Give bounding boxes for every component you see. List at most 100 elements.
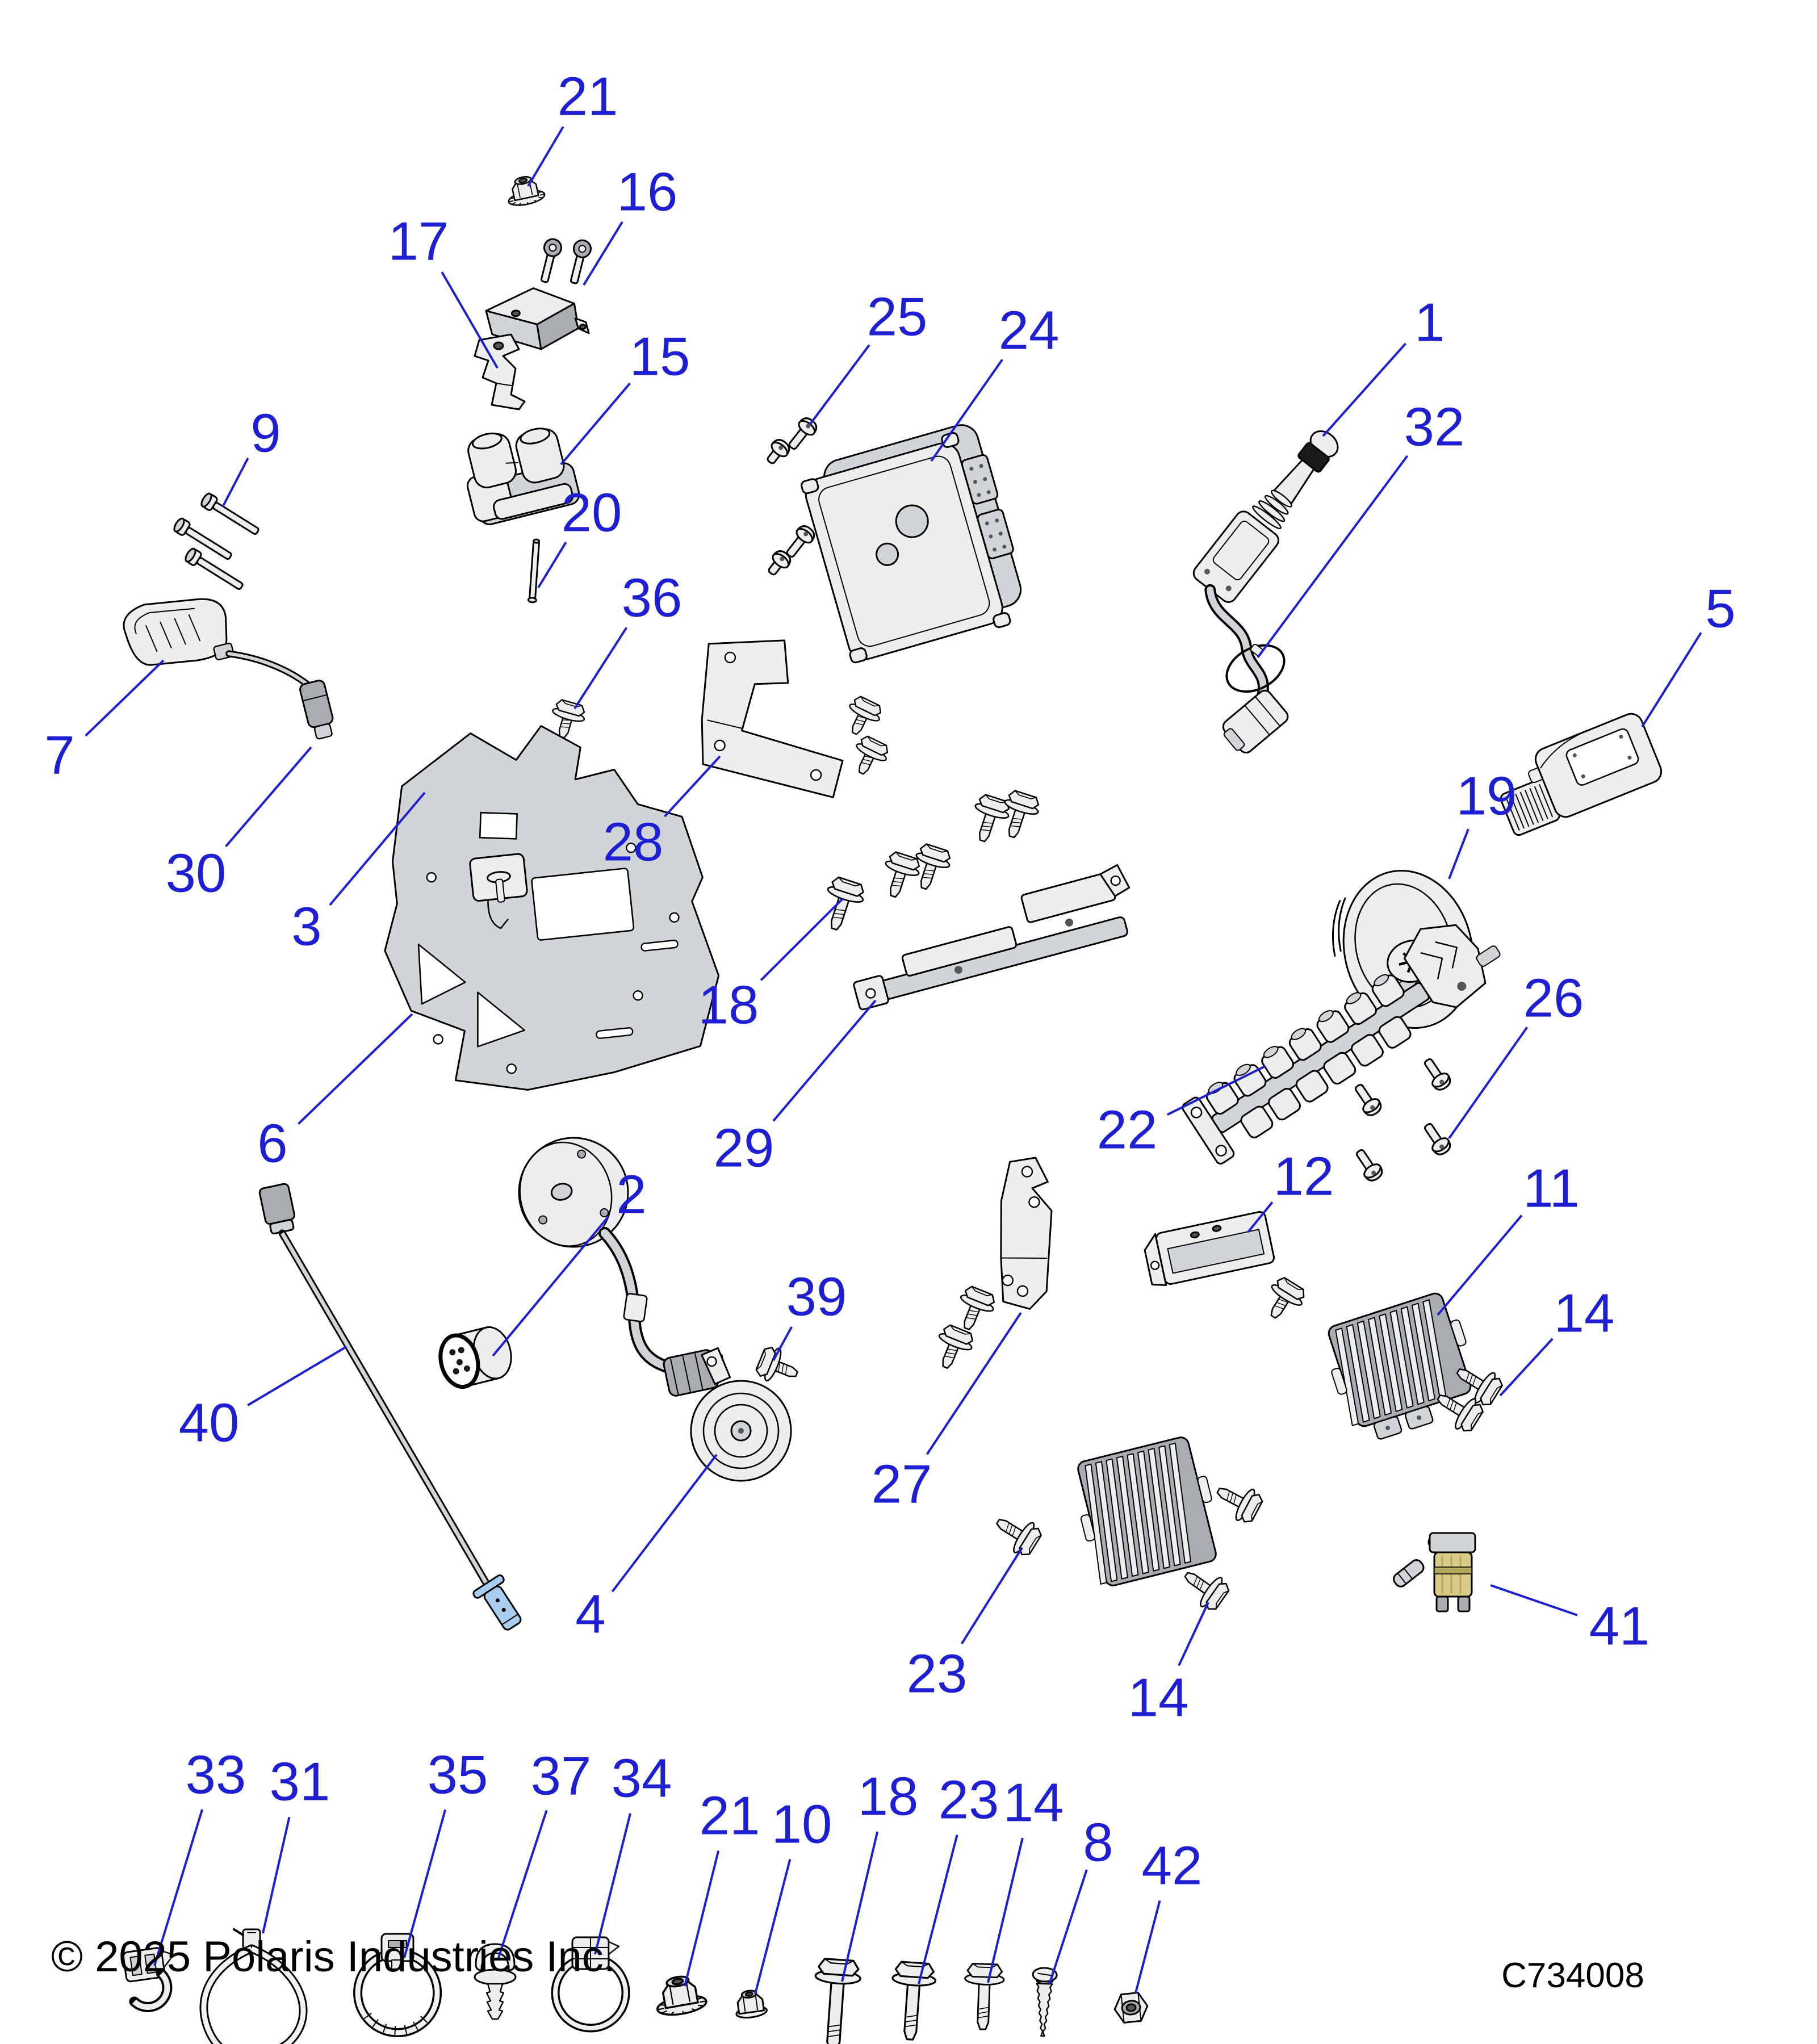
leader-line-1 [1322, 342, 1407, 437]
callout-label-23-41: 23 [939, 1770, 999, 1831]
support-bracket [1144, 1211, 1275, 1286]
bolt [1270, 1277, 1305, 1319]
bolt [996, 1518, 1042, 1556]
leader-line-17 [441, 271, 499, 369]
callout-label-30-13: 30 [166, 843, 227, 904]
turn-signal-switch [1192, 430, 1339, 754]
leader-line-37 [497, 1810, 548, 1958]
leader-line-40 [247, 1346, 348, 1406]
tail-lamp [123, 598, 334, 740]
leader-line-32 [1257, 455, 1409, 659]
hex-nut [1113, 1992, 1149, 2024]
leader-line-14 [1178, 1602, 1209, 1666]
cable-tie [199, 1928, 308, 2044]
callout-label-33-33: 33 [186, 1745, 246, 1806]
leader-line-26 [1448, 1027, 1529, 1140]
callout-label-31-34: 31 [270, 1752, 330, 1812]
leader-line-33 [153, 1809, 204, 1966]
callout-label-29-18: 29 [714, 1118, 774, 1179]
ecm-module [801, 424, 1022, 664]
leader-line-10 [754, 1859, 792, 1995]
accessory-module [1500, 713, 1663, 836]
screw [768, 550, 792, 576]
callout-label-21-0: 21 [558, 66, 618, 127]
callout-label-40-32: 40 [179, 1393, 240, 1454]
leader-line-42 [1134, 1900, 1161, 1993]
bolt [938, 1324, 973, 1369]
bolt [885, 851, 920, 898]
callout-label-18-17: 18 [698, 975, 759, 1036]
mount-stud [570, 239, 592, 284]
screw [1424, 1123, 1451, 1155]
leader-line-16 [583, 221, 623, 286]
dowel-pin [527, 538, 541, 604]
voltage-regulator [1328, 1292, 1472, 1440]
leader-line-24 [930, 359, 1003, 462]
callout-label-23-29: 23 [907, 1644, 968, 1704]
leader-line-30 [225, 746, 312, 848]
callout-label-34-37: 34 [612, 1748, 672, 1809]
callout-label-16-1: 16 [617, 162, 678, 223]
callout-label-28-16: 28 [603, 812, 664, 873]
leader-line-11 [1437, 1214, 1523, 1316]
lock-nut [735, 1989, 768, 2019]
callout-label-4-27: 4 [575, 1584, 605, 1645]
screw [1424, 1058, 1451, 1091]
callout-label-14-30: 14 [1128, 1668, 1189, 1728]
flange-bolt-long [814, 1958, 861, 2044]
leader-line-22 [1166, 1065, 1266, 1116]
callout-label-42-44: 42 [1142, 1836, 1203, 1896]
bolt [755, 1347, 798, 1382]
leader-line-28 [664, 755, 721, 818]
plate-bracket [384, 725, 720, 1091]
coil-rail [1182, 924, 1501, 1165]
callout-label-32-6: 32 [1404, 397, 1465, 458]
parts-layer [122, 176, 1663, 2044]
leader-lines-layer [85, 126, 1702, 1995]
callout-label-35-35: 35 [428, 1745, 488, 1806]
leader-line-8 [1048, 1869, 1088, 1985]
horn-bracket [1000, 1157, 1053, 1310]
screw [1355, 1084, 1382, 1116]
coil-bracket-upper [485, 287, 590, 350]
callout-label-36-11: 36 [622, 568, 683, 629]
flange-nut [508, 176, 546, 206]
leader-line-6 [298, 1013, 413, 1125]
bolt [856, 735, 889, 775]
solenoid-valve [1393, 1532, 1476, 1612]
callout-label-5-7: 5 [1705, 579, 1735, 639]
callout-label-14-24: 14 [1554, 1283, 1615, 1344]
callout-label-25-3: 25 [867, 287, 928, 347]
callout-label-8-43: 8 [1083, 1812, 1113, 1873]
upper-bracket [701, 639, 844, 798]
callout-label-10-39: 10 [772, 1794, 832, 1855]
callout-label-22-21: 22 [1097, 1100, 1158, 1161]
callout-label-11-23: 11 [1523, 1158, 1580, 1219]
leader-line-2 [492, 1216, 610, 1357]
flange-bolt [891, 1961, 936, 2041]
leader-line-36 [573, 627, 628, 710]
bolt [1456, 1368, 1503, 1406]
bolt [1184, 1572, 1230, 1610]
mount-stud [540, 238, 562, 283]
leader-line-3 [329, 791, 426, 906]
bolt [849, 696, 882, 735]
callout-label-9-8: 9 [250, 403, 280, 464]
harness-gauge [518, 1137, 727, 1397]
callout-label-27-28: 27 [872, 1454, 932, 1515]
leader-line-19 [1448, 828, 1469, 879]
callout-label-6-15: 6 [257, 1113, 287, 1174]
antenna-cable [258, 1183, 522, 1631]
leader-line-18 [760, 898, 844, 981]
leader-line-25 [809, 344, 870, 426]
screw [1356, 1149, 1383, 1182]
harness-clip [122, 1947, 174, 2012]
bolt [1437, 1394, 1484, 1432]
bolt [1216, 1488, 1263, 1523]
leader-line-9 [221, 457, 249, 508]
leader-line-27 [926, 1312, 1022, 1455]
bolt [1004, 790, 1040, 839]
callout-label-18-40: 18 [858, 1766, 919, 1827]
callout-label-26-20: 26 [1523, 968, 1584, 1029]
